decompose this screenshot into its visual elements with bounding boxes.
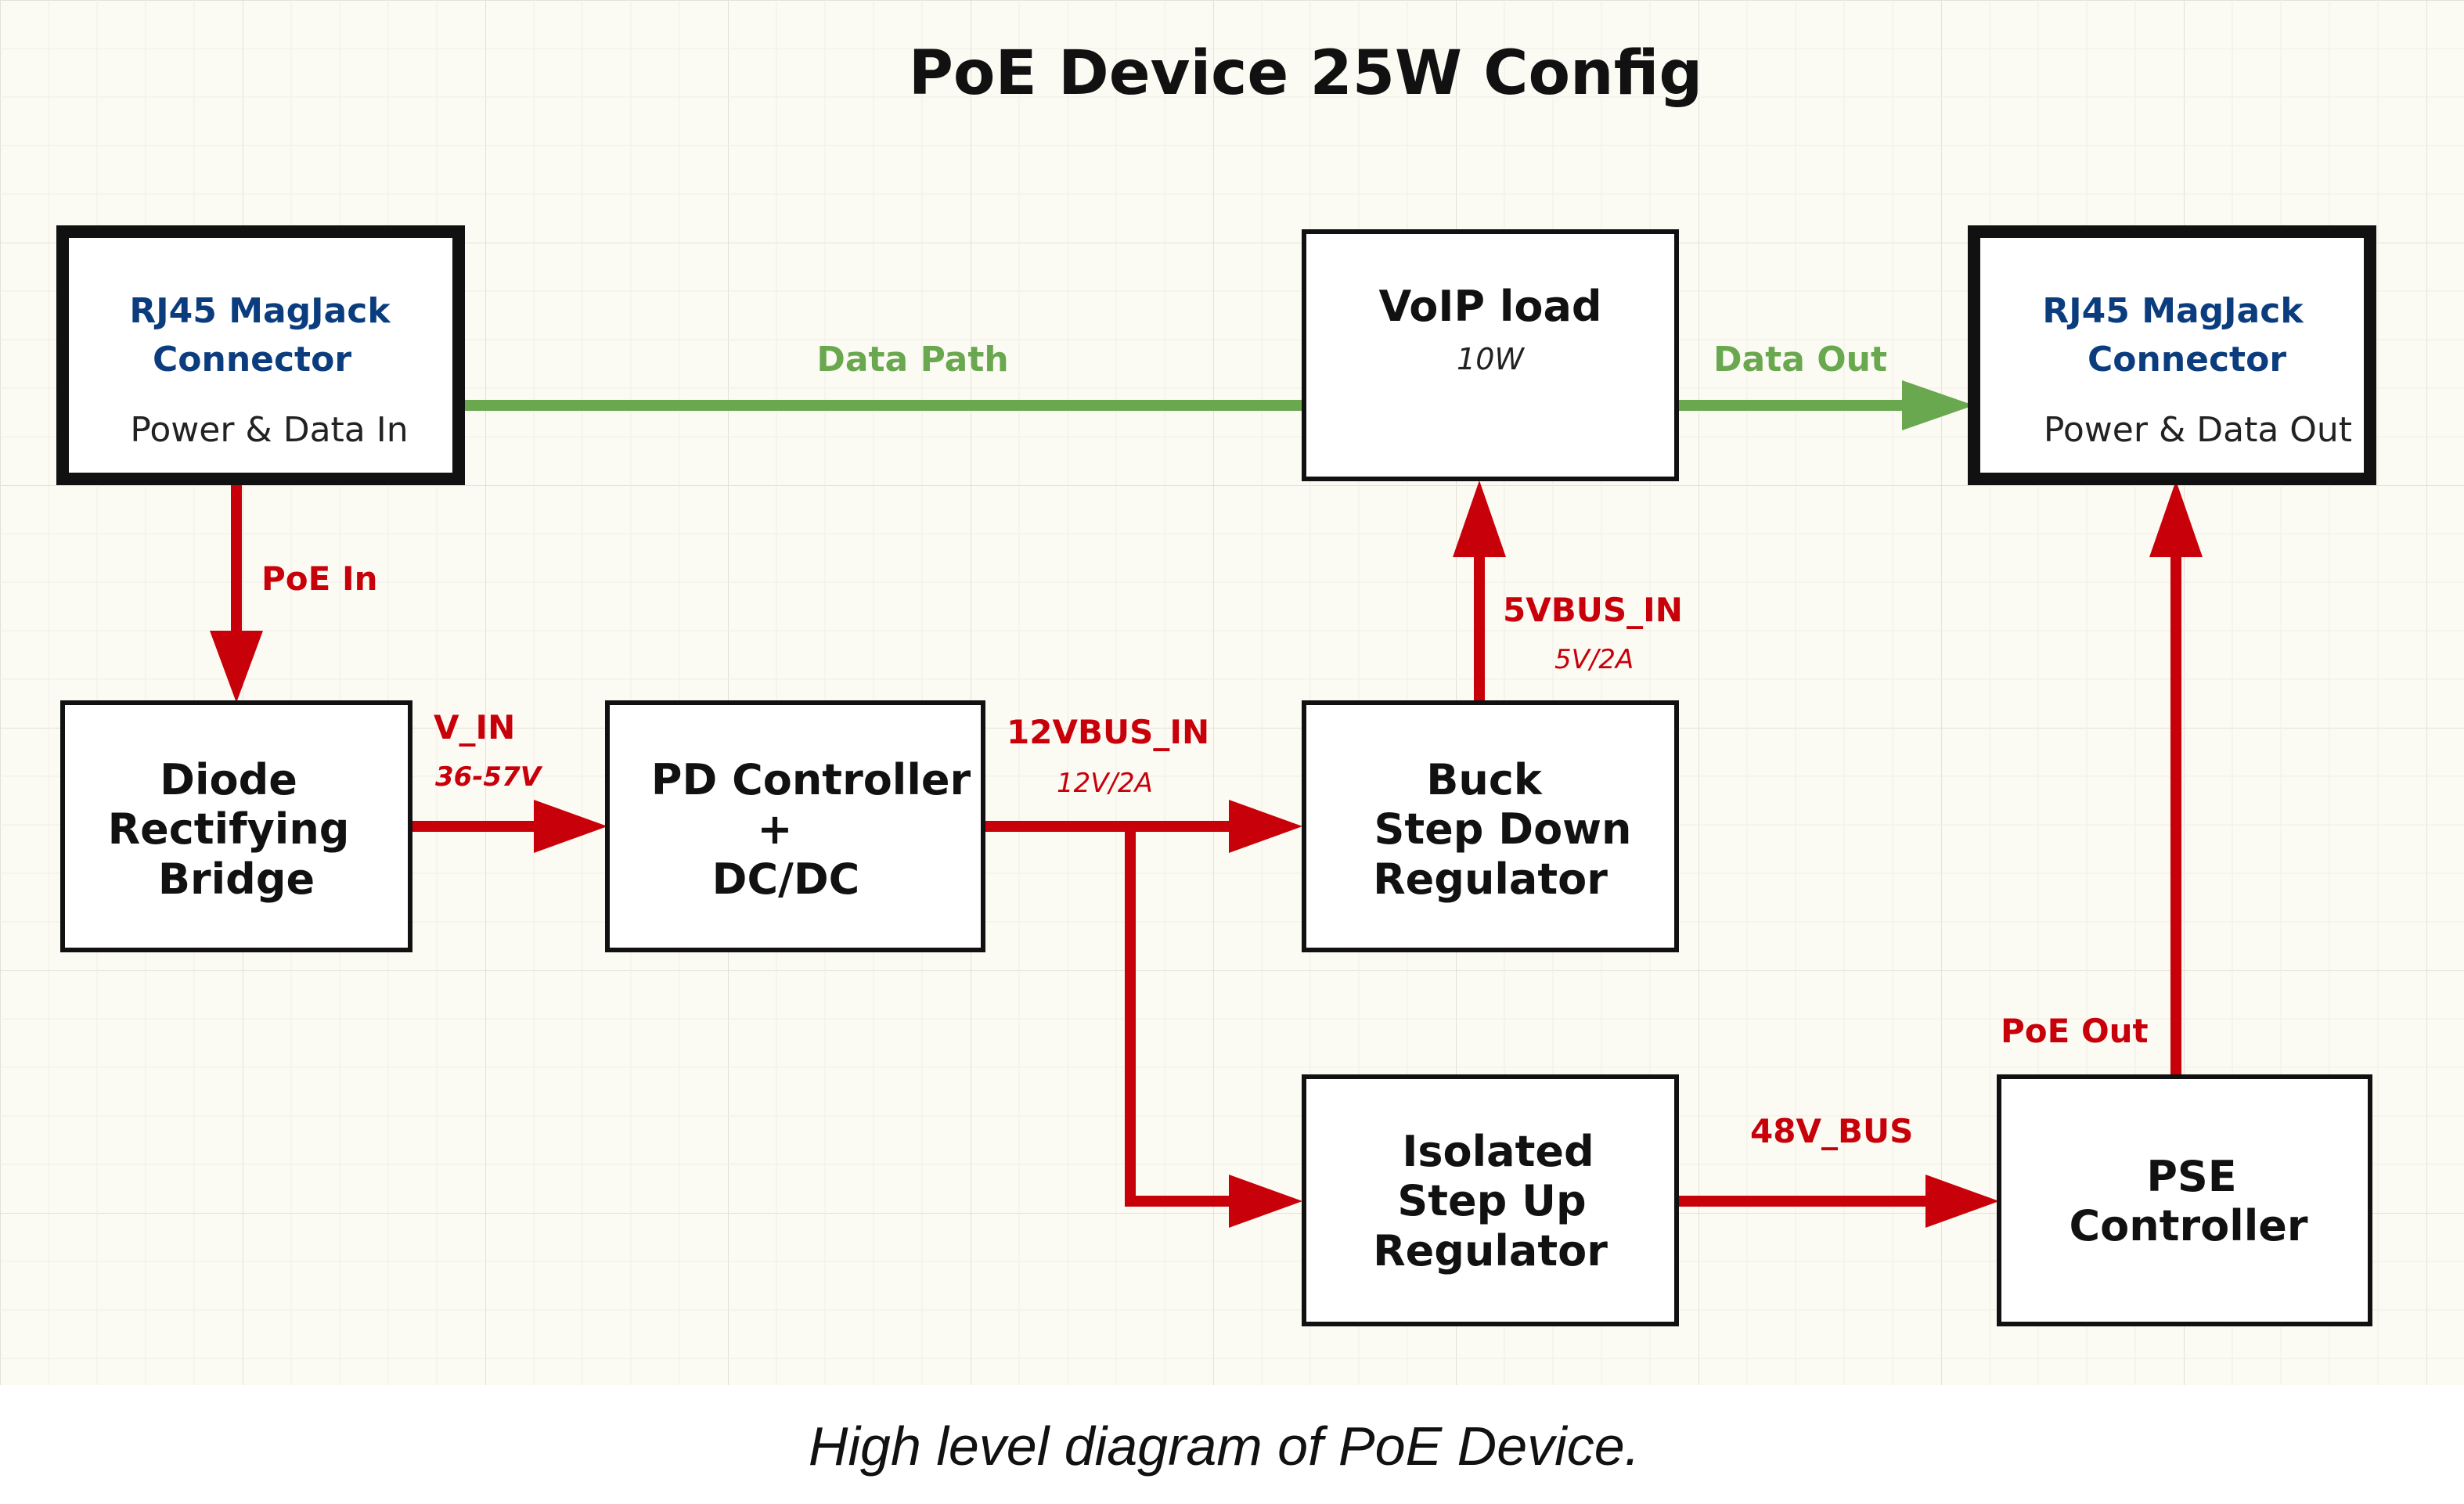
- rj45-out-description: Power & Data Out: [2044, 410, 2352, 450]
- data-path-label: Data Path: [816, 340, 1008, 380]
- diagram-title: PoE Device 25W Config: [909, 38, 1702, 109]
- diode-line3: Bridge: [158, 855, 315, 904]
- poe-in-arrowhead: [210, 631, 263, 703]
- diode-line2: Rectifying: [108, 804, 350, 854]
- voip-load-block: VoIP load 10W: [1302, 229, 1679, 481]
- buck-line2: Step Down: [1374, 804, 1631, 854]
- v-in-label: V_IN: [434, 708, 515, 747]
- poe-in-label: PoE In: [261, 560, 377, 598]
- figure-caption: High level diagram of PoE Device.: [809, 1416, 1640, 1477]
- pd-line3: DC/DC: [712, 855, 860, 904]
- pd-controller-block: PD Controller + DC/DC: [605, 700, 985, 952]
- vbus5-label: 5VBUS_IN: [1503, 591, 1683, 629]
- bus48-arrowhead: [1925, 1175, 1999, 1228]
- vbus12-arrowhead-iso: [1229, 1175, 1302, 1228]
- buck-regulator-block: Buck Step Down Regulator: [1302, 700, 1679, 952]
- rj45-out-connector-block: RJ45 MagJack Connector Power & Data Out: [1968, 225, 2376, 485]
- iso-line1: Isolated: [1402, 1127, 1594, 1176]
- pse-controller-block: PSE Controller: [1997, 1074, 2372, 1326]
- isolated-step-up-block: Isolated Step Up Regulator: [1302, 1074, 1679, 1326]
- vbus5-spec-label: 5V/2A: [1554, 644, 1634, 675]
- voip-power: 10W: [1457, 342, 1525, 376]
- pse-line2: Controller: [2070, 1201, 2308, 1250]
- rj45-in-subtitle: Connector: [153, 340, 351, 380]
- vbus12-arrowhead-buck: [1229, 800, 1302, 853]
- v-in-arrowhead: [534, 800, 607, 853]
- data-out-arrowhead: [1902, 380, 1974, 430]
- rj45-out-title: RJ45 MagJack: [2042, 291, 2304, 331]
- voip-title: VoIP load: [1378, 282, 1601, 331]
- poe-out-label: PoE Out: [2001, 1012, 2149, 1050]
- rj45-in-title: RJ45 MagJack: [129, 291, 391, 331]
- data-out-label: Data Out: [1713, 340, 1887, 380]
- buck-line3: Regulator: [1373, 855, 1608, 904]
- v-in-range-label: 36-57V: [435, 761, 543, 793]
- bus48-label: 48V_BUS: [1750, 1112, 1913, 1150]
- iso-line2: Step Up: [1397, 1176, 1586, 1225]
- poe-out-arrowhead: [2149, 480, 2203, 557]
- rj45-in-description: Power & Data In: [130, 410, 408, 450]
- rj45-out-subtitle: Connector: [2088, 340, 2286, 380]
- vbus12-label: 12VBUS_IN: [1007, 713, 1209, 751]
- caption-background: [0, 1385, 2464, 1504]
- diode-line1: Diode: [160, 755, 297, 804]
- pd-line1: PD Controller: [651, 755, 971, 804]
- iso-line3: Regulator: [1373, 1226, 1608, 1276]
- rj45-in-connector-block: RJ45 MagJack Connector Power & Data In: [56, 225, 465, 485]
- diode-bridge-block: Diode Rectifying Bridge: [60, 700, 412, 952]
- pd-line2: +: [757, 804, 792, 854]
- pse-line1: PSE: [2146, 1152, 2236, 1201]
- vbus12-spec-label: 12V/2A: [1057, 768, 1153, 799]
- vbus5-arrowhead: [1453, 480, 1506, 557]
- buck-line1: Buck: [1426, 755, 1543, 804]
